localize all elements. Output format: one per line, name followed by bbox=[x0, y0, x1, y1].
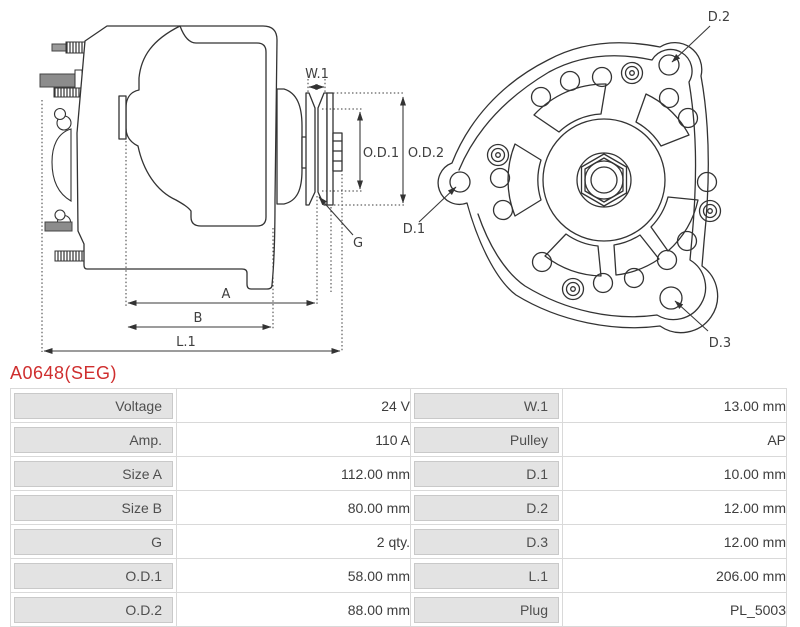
spec-value-amp: 110 A bbox=[176, 422, 411, 457]
spec-value-g: 2 qty. bbox=[176, 524, 411, 559]
spec-label-l1: L.1 bbox=[414, 562, 559, 589]
spec-row-sizeb-d2: Size B 80.00 mm D.2 12.00 mm bbox=[10, 490, 787, 525]
pulley bbox=[305, 92, 334, 206]
dim-label-od2: O.D.2 bbox=[408, 146, 444, 161]
spec-label-d1: D.1 bbox=[414, 460, 559, 487]
spec-value-d2: 12.00 mm bbox=[562, 490, 787, 525]
spec-table: Voltage 24 V W.1 13.00 mm Amp. 110 A Pul… bbox=[10, 388, 787, 627]
spec-label-d2: D.2 bbox=[414, 494, 559, 521]
measured-holes bbox=[418, 25, 711, 332]
spec-label-w1: W.1 bbox=[414, 392, 559, 419]
dim-label-od1: O.D.1 bbox=[363, 146, 399, 161]
spec-value-size-b: 80.00 mm bbox=[176, 490, 411, 525]
spec-label-size-b: Size B bbox=[14, 494, 173, 521]
bolt-holes bbox=[489, 66, 718, 294]
dim-label-d3: D.3 bbox=[709, 336, 731, 351]
spec-value-l1: 206.00 mm bbox=[562, 558, 787, 593]
spec-label-g: G bbox=[14, 528, 173, 555]
part-number: A0648(SEG) bbox=[10, 363, 118, 383]
spec-value-d3: 12.00 mm bbox=[562, 524, 787, 559]
spec-label-pulley: Pulley bbox=[414, 426, 559, 453]
spec-label-plug: Plug bbox=[414, 596, 559, 623]
front-plate-rim bbox=[458, 48, 707, 321]
spec-label-size-a: Size A bbox=[14, 460, 173, 487]
dim-label-d2: D.2 bbox=[708, 10, 730, 25]
front-ledge bbox=[118, 95, 127, 140]
spec-row-sizea-d1: Size A 112.00 mm D.1 10.00 mm bbox=[10, 456, 787, 491]
rivet-bosses bbox=[486, 61, 722, 301]
spec-row-g-d3: G 2 qty. D.3 12.00 mm bbox=[10, 524, 787, 559]
spec-row-od2-plug: O.D.2 88.00 mm Plug PL_5003 bbox=[10, 592, 787, 627]
technical-drawing: W.1 O.D.1 O.D.2 G A B L.1 bbox=[39, 10, 731, 354]
spec-value-d1: 10.00 mm bbox=[562, 456, 787, 491]
spec-value-od1: 58.00 mm bbox=[176, 558, 411, 593]
spec-label-d3: D.3 bbox=[414, 528, 559, 555]
shaft bbox=[332, 132, 343, 172]
spec-value-plug: PL_5003 bbox=[562, 592, 787, 627]
spec-label-amp: Amp. bbox=[14, 426, 173, 453]
construction-lines bbox=[41, 79, 404, 352]
dim-label-b: B bbox=[194, 311, 203, 326]
dim-label-a: A bbox=[222, 287, 231, 302]
alternator-side-view: W.1 O.D.1 O.D.2 G A B L.1 bbox=[39, 25, 444, 354]
spec-label-voltage: Voltage bbox=[14, 392, 173, 419]
vent-slots bbox=[507, 83, 699, 277]
spec-row-voltage-w1: Voltage 24 V W.1 13.00 mm bbox=[10, 388, 787, 423]
housing-outline bbox=[76, 25, 278, 290]
spec-row-amp-pulley: Amp. 110 A Pulley AP bbox=[10, 422, 787, 457]
spec-value-od2: 88.00 mm bbox=[176, 592, 411, 627]
dim-label-l1: L.1 bbox=[176, 335, 196, 350]
dim-label-w1: W.1 bbox=[305, 67, 329, 82]
spec-label-od1: O.D.1 bbox=[14, 562, 173, 589]
dim-label-d1: D.1 bbox=[403, 222, 425, 237]
housing-inner-contour bbox=[125, 25, 267, 227]
spec-value-pulley: AP bbox=[562, 422, 787, 457]
spec-row-od1-l1: O.D.1 58.00 mm L.1 206.00 mm bbox=[10, 558, 787, 593]
hub bbox=[542, 118, 666, 242]
dim-label-g: G bbox=[353, 236, 363, 251]
spec-value-size-a: 112.00 mm bbox=[176, 456, 411, 491]
dimension-lines bbox=[43, 84, 406, 354]
spec-label-od2: O.D.2 bbox=[14, 596, 173, 623]
spec-value-w1: 13.00 mm bbox=[562, 388, 787, 423]
alternator-front-view: D.1 D.2 D.3 bbox=[403, 10, 731, 351]
front-bracket-nose bbox=[276, 88, 303, 205]
mounting-studs bbox=[39, 41, 86, 262]
spec-value-voltage: 24 V bbox=[176, 388, 411, 423]
